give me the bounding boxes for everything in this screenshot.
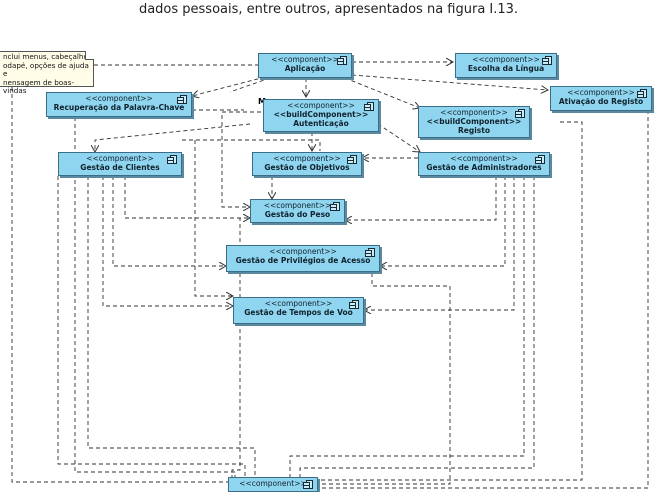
component-gestao-privilegios: <<component>> Gestão de Privilégios de A… [226, 245, 380, 272]
component-gestao-administradores: <<component>> Gestão de Administradores [418, 152, 550, 176]
component-name: Registo [457, 126, 490, 135]
component-gestao-tempos-voo: <<component>> Gestão de Tempos de Voo [233, 297, 364, 324]
component-ativacao-registo: <<component>> Ativação do Registo [550, 86, 652, 111]
component-autenticacao: <<component>> <<buildComponent>> Autenti… [263, 99, 379, 132]
edge-admins-privilegios [380, 176, 506, 266]
edge-auth-peso [221, 111, 268, 207]
edge-clientes-down2 [57, 176, 245, 488]
stereotype-label: <<component>> [85, 94, 153, 103]
edge-clientes-down1 [87, 176, 255, 488]
note-box: nclui menus, cabeçalho, odapé, opções de… [0, 51, 94, 95]
edge-clientes-voo [102, 176, 233, 306]
edge-objetivos-voo [194, 140, 233, 296]
component-icon [347, 155, 357, 164]
component-icon [515, 109, 525, 118]
component-icon [535, 155, 545, 164]
component-name: Gestão de Objetivos [264, 163, 350, 172]
component-icon [167, 155, 177, 164]
component-icon [349, 300, 359, 309]
component-name: Gestão do Peso [264, 210, 331, 219]
build-stereotype-label: <<buildComponent>> [273, 110, 369, 119]
figure-caption: dados pessoais, entre outros, apresentad… [138, 2, 519, 17]
component-registo: <<component>> <<buildComponent>> Registo [418, 106, 530, 138]
edge-ativacao-down [318, 110, 649, 489]
edge-auth-clientes [95, 123, 251, 152]
stereotype-label: <<component>> [271, 55, 339, 64]
component-name: Autenticação [293, 119, 349, 128]
edge-registo-down [318, 121, 583, 481]
component-gestao-peso: <<component>> Gestão do Peso [250, 199, 345, 223]
component-name: Aplicação [284, 64, 326, 73]
component-name: Gestão de Privilégios de Acesso [235, 256, 371, 265]
edge-recuperacao-down [74, 117, 235, 488]
build-stereotype-label: <<buildComponent>> [426, 117, 522, 126]
component-escolha-lingua: <<component>> Escolha da Língua [455, 53, 557, 78]
edge-clientes-privilegios [112, 176, 226, 266]
stereotype-label: <<component>> [567, 88, 635, 97]
component-aplicacao: <<component>> Aplicação [258, 53, 352, 78]
edge-outer-left [11, 87, 228, 483]
stereotype-label: <<component>> [239, 479, 307, 488]
component-icon [364, 102, 374, 111]
stereotype-label: <<component>> [440, 108, 508, 117]
stereotype-label: <<component>> [472, 55, 540, 64]
component-name: Gestão de Tempos de Voo [244, 308, 353, 317]
component-name: Ativação do Registo [558, 97, 644, 106]
component-icon [637, 89, 647, 98]
stereotype-label: <<component>> [269, 247, 337, 256]
component-icon [303, 480, 313, 489]
component-name: Gestão de Clientes [80, 163, 160, 172]
edge-privilegios-down [305, 273, 451, 485]
edge-aplicacao-left-drop [229, 77, 271, 93]
stereotype-label: <<component>> [264, 299, 333, 308]
edge-auth-admins [377, 123, 420, 152]
component-name: Recuperação da Palavra-Chave [53, 103, 185, 112]
component-icon [365, 248, 375, 257]
component-icon [330, 202, 340, 211]
edge-clientes-objetivos [182, 139, 321, 151]
stereotype-label: <<component>> [450, 154, 518, 163]
component-icon [337, 56, 347, 65]
component-icon [177, 95, 187, 104]
edge-aplicacao-recuperacao [192, 76, 266, 96]
stereotype-label: <<component>> [287, 101, 355, 110]
component-gestao-clientes: <<component>> Gestão de Clientes [58, 152, 182, 176]
component-icon [542, 56, 552, 65]
stereotype-label: <<component>> [86, 154, 154, 163]
component-name: Gestão de Administradores [426, 163, 542, 172]
stereotype-label: <<component>> [273, 154, 341, 163]
edge-admins-voo [364, 176, 515, 310]
marker-label: M [258, 97, 266, 106]
stereotype-label: <<component>> [263, 201, 332, 210]
component-recuperacao-palavra-chave: <<component>> Recuperação da Palavra-Cha… [46, 92, 192, 117]
edge-clientes-peso [124, 176, 250, 218]
component-bottom-partial: <<component>> [228, 477, 318, 492]
edge-admins-peso [345, 176, 497, 220]
edge-aplicacao-ativacao [351, 74, 548, 90]
component-gestao-objetivos: <<component>> Gestão de Objetivos [252, 152, 362, 176]
edge-peso-down [232, 217, 248, 488]
edge-admins-down1 [290, 176, 525, 488]
component-name: Escolha da Língua [467, 64, 545, 73]
